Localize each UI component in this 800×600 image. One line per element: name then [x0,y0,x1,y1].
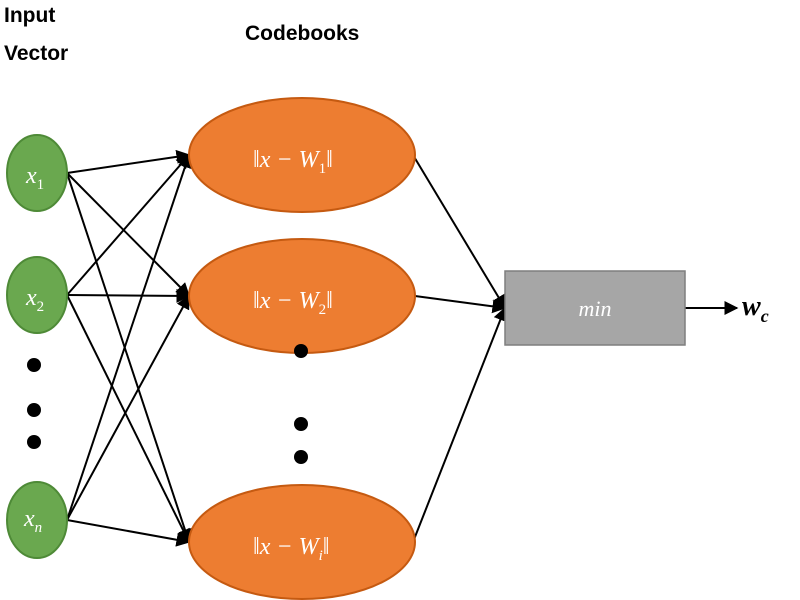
input-node-1: x1 [6,134,68,212]
svg-text:xn: xn [23,506,42,536]
edge-input-2-to-codebook-1 [66,153,190,296]
edge-input-2-to-codebook-2 [66,288,191,303]
input-ellipsis-dots [27,358,41,449]
input-node-n: xn [6,481,68,559]
edge-input-3-to-codebook-2 [66,294,190,521]
connection-edges [66,149,739,547]
edge-input-1-to-codebook-1 [66,149,191,174]
edge-codebook-3-to-min [412,306,507,543]
codebook-ellipsis-dots [294,344,308,464]
edge-input-1-to-codebook-3 [66,172,192,544]
svg-text:‖x − W2‖: ‖x − W2‖ [253,288,333,318]
edge-codebook-2-to-min [414,295,507,314]
edge-codebook-1-to-min [412,154,506,310]
svg-text:x1: x1 [25,163,44,193]
edge-input-3-to-codebook-1 [66,153,192,521]
min-label: min [579,296,612,321]
min-box: min [504,270,686,346]
codebooks-heading: Codebooks [245,22,359,45]
codebook-node-2: ‖x − W2‖ [188,238,416,354]
svg-text:‖x − Wi‖: ‖x − Wi‖ [253,534,330,564]
input-vector-heading-line1: Input [4,4,55,27]
edge-input-3-to-codebook-3 [66,519,191,547]
input-node-2: x2 [6,256,68,334]
edge-input-2-to-codebook-3 [66,294,190,544]
codebook-node-1: ‖x − W1‖ [188,97,416,213]
codebook-node-i: ‖x − Wi‖ [188,484,416,600]
svg-text:x2: x2 [25,285,44,315]
input-vector-heading-line2: Vector [4,42,68,65]
edge-input-1-to-codebook-2 [66,172,190,297]
output-label: wc [742,291,769,326]
svg-text:‖x − W1‖: ‖x − W1‖ [253,147,333,177]
